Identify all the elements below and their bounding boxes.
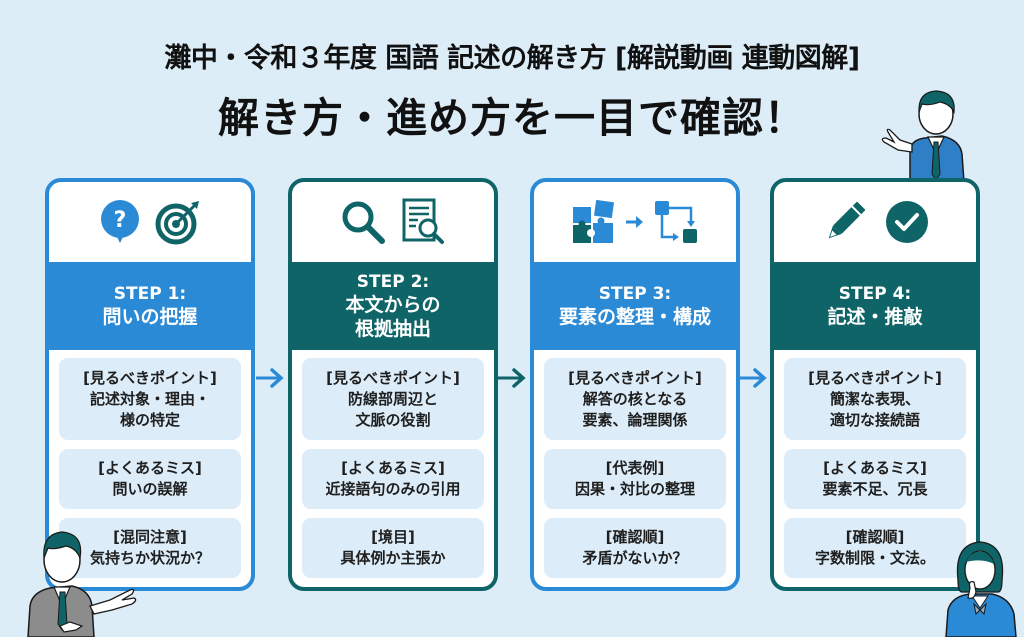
step-4-item-1: [見るべきポイント] 簡潔な表現、 適切な接続語 bbox=[784, 358, 966, 440]
step-3-title: 要素の整理・構成 bbox=[558, 306, 711, 328]
step-1-label: STEP 1: bbox=[113, 284, 187, 304]
main-title: 灘中・令和３年度 国語 記述の解き方 [解説動画 連動図解] bbox=[164, 43, 860, 74]
item-text: 要素不足、冗長 bbox=[822, 480, 928, 498]
step-2-item-2: [よくあるミス] 近接語句のみの引用 bbox=[302, 449, 484, 509]
step-card-4: STEP 4: 記述・推敲 [見るべきポイント] 簡潔な表現、 適切な接続語 [… bbox=[770, 178, 980, 591]
step-card-1: ? STEP 1: 問いの把握 [見るべきポイント] 記述対象・理由・ 様の特定… bbox=[45, 178, 255, 591]
item-label: [よくあるミス] bbox=[341, 459, 445, 477]
step-2-icons bbox=[292, 182, 494, 262]
step-1-header: STEP 1: 問いの把握 bbox=[49, 262, 251, 350]
pencil-icon bbox=[828, 201, 866, 239]
step-4-item-2: [よくあるミス] 要素不足、冗長 bbox=[784, 449, 966, 509]
step-3-label: STEP 3: bbox=[598, 284, 672, 304]
step-1-item-3: [混同注意] 気持ちか状況か？ bbox=[59, 518, 241, 578]
step-4-item-3: [確認順] 字数制限・文法。 bbox=[784, 518, 966, 578]
arrow-right-icon bbox=[626, 216, 643, 228]
item-label: [見るべきポイント] bbox=[808, 368, 942, 387]
item-label: [見るべきポイント] bbox=[83, 368, 217, 387]
arrow-right-icon bbox=[256, 368, 284, 388]
item-text: 字数制限・文法。 bbox=[814, 549, 935, 567]
svg-text:?: ? bbox=[114, 208, 127, 233]
item-label: [混同注意] bbox=[113, 528, 187, 546]
step-4-header: STEP 4: 記述・推敲 bbox=[774, 262, 976, 350]
item-text: 解答の核となる 要素、論理関係 bbox=[582, 389, 688, 429]
item-text: 近接語句のみの引用 bbox=[325, 480, 461, 498]
document-search-icon bbox=[402, 198, 444, 244]
item-label: [見るべきポイント] bbox=[568, 368, 702, 387]
item-text: 記述対象・理由・ 様の特定 bbox=[89, 389, 210, 429]
step-4-title: 記述・推敲 bbox=[827, 306, 923, 328]
step-2-header: STEP 2: 本文からの 根拠抽出 bbox=[292, 262, 494, 350]
step-2-item-1: [見るべきポイント] 防線部周辺と 文脈の役割 bbox=[302, 358, 484, 440]
item-label: [代表例] bbox=[605, 459, 665, 477]
magnifier-icon bbox=[342, 201, 385, 244]
step-3-item-1: [見るべきポイント] 解答の核となる 要素、論理関係 bbox=[544, 358, 726, 440]
flowchart-icon bbox=[655, 201, 697, 243]
item-label: [よくあるミス] bbox=[823, 459, 927, 477]
item-text: 具体例か主張か bbox=[340, 549, 446, 567]
step-3-item-3: [確認順] 矛盾がないか？ bbox=[544, 518, 726, 578]
arrow-right-icon bbox=[739, 368, 767, 388]
item-text: 気持ちか状況か？ bbox=[89, 549, 210, 567]
item-text: 問いの誤解 bbox=[112, 480, 188, 498]
step-card-3: STEP 3: 要素の整理・構成 [見るべきポイント] 解答の核となる 要素、論… bbox=[530, 178, 740, 591]
step-card-2: STEP 2: 本文からの 根拠抽出 [見るべきポイント] 防線部周辺と 文脈の… bbox=[288, 178, 498, 591]
item-label: [見るべきポイント] bbox=[326, 368, 460, 387]
step-3-icons bbox=[534, 182, 736, 262]
step-3-item-2: [代表例] 因果・対比の整理 bbox=[544, 449, 726, 509]
item-text: 防線部周辺と 文脈の役割 bbox=[347, 389, 438, 429]
item-label: [確認順] bbox=[605, 528, 665, 546]
step-4-icons bbox=[774, 182, 976, 262]
step-2-item-3: [境目] 具体例か主張か bbox=[302, 518, 484, 578]
step-1-icons: ? bbox=[49, 182, 251, 262]
step-1-item-2: [よくあるミス] 問いの誤解 bbox=[59, 449, 241, 509]
item-text: 矛盾がないか？ bbox=[582, 549, 688, 567]
step-1-title: 問いの把握 bbox=[102, 306, 198, 328]
puzzle-icon bbox=[573, 199, 615, 243]
item-label: [よくあるミス] bbox=[98, 459, 202, 477]
step-1-item-1: [見るべきポイント] 記述対象・理由・ 様の特定 bbox=[59, 358, 241, 440]
subtitle: 解き方・進め方を一目で確認！ bbox=[218, 94, 806, 142]
arrow-right-icon bbox=[498, 368, 526, 388]
question-bubble-icon: ? bbox=[101, 200, 139, 243]
check-circle-icon bbox=[886, 201, 928, 243]
item-label: [境目] bbox=[371, 528, 415, 546]
item-text: 簡潔な表現、 適切な接続語 bbox=[829, 389, 920, 429]
presenter-man-bottom-icon bbox=[27, 531, 137, 637]
item-label: [確認順] bbox=[845, 528, 905, 546]
target-icon bbox=[155, 201, 199, 245]
thinking-student-icon bbox=[945, 541, 1017, 637]
step-2-title: 本文からの 根拠抽出 bbox=[345, 294, 441, 340]
presenter-man-top-icon bbox=[881, 90, 965, 182]
step-3-header: STEP 3: 要素の整理・構成 bbox=[534, 262, 736, 350]
item-text: 因果・対比の整理 bbox=[574, 480, 695, 498]
step-4-label: STEP 4: bbox=[838, 284, 912, 304]
step-2-label: STEP 2: bbox=[356, 272, 430, 292]
